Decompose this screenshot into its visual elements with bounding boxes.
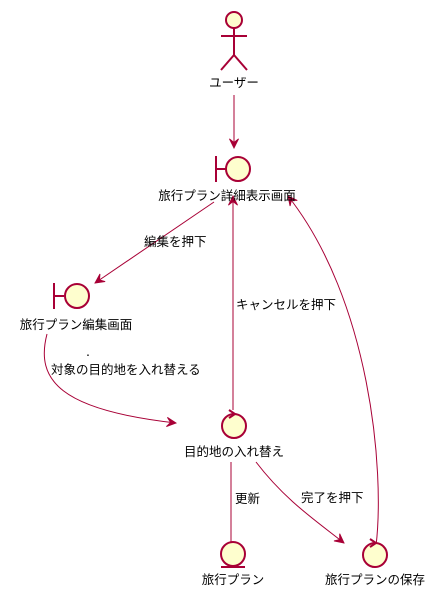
control-save-plan: 旅行プランの保存 <box>325 538 425 587</box>
edge-label-swap-to-detail: キャンセルを押下 <box>236 297 336 312</box>
boundary-detail-screen: 旅行プラン詳細表示画面 <box>158 156 296 203</box>
edge-edit-to-swap <box>43 333 176 423</box>
boundary-detail-screen-label: 旅行プラン詳細表示画面 <box>158 188 296 203</box>
boundary-edit-screen: 旅行プラン編集画面 <box>20 283 133 332</box>
edge-save-to-detail <box>288 196 379 547</box>
actor-user: ユーザー <box>209 11 259 90</box>
control-icon <box>362 538 388 568</box>
actor-user-label: ユーザー <box>209 75 259 90</box>
boundary-icon <box>215 156 251 182</box>
control-save-plan-label: 旅行プランの保存 <box>325 572 425 587</box>
control-swap-destination: 目的地の入れ替え <box>184 409 284 459</box>
edge-label-edit-to-swap-dot: . <box>86 344 90 359</box>
edge-label-edit-to-swap: 対象の目的地を入れ替える <box>51 362 201 377</box>
boundary-edit-screen-label: 旅行プラン編集画面 <box>20 317 133 332</box>
boundary-icon <box>53 283 90 309</box>
actor-icon <box>220 11 248 71</box>
edge-label-detail-to-edit: 編集を押下 <box>144 234 207 249</box>
edge-label-swap-to-save: 完了を押下 <box>301 490 364 505</box>
entity-icon <box>220 541 246 568</box>
control-swap-destination-label: 目的地の入れ替え <box>184 444 284 459</box>
control-icon <box>221 409 247 439</box>
edge-swap-to-save <box>255 461 344 543</box>
entity-travel-plan: 旅行プラン <box>202 541 265 587</box>
entity-travel-plan-label: 旅行プラン <box>202 572 265 587</box>
edge-label-swap-to-plan: 更新 <box>235 491 260 506</box>
edge-detail-to-edit <box>95 201 215 283</box>
